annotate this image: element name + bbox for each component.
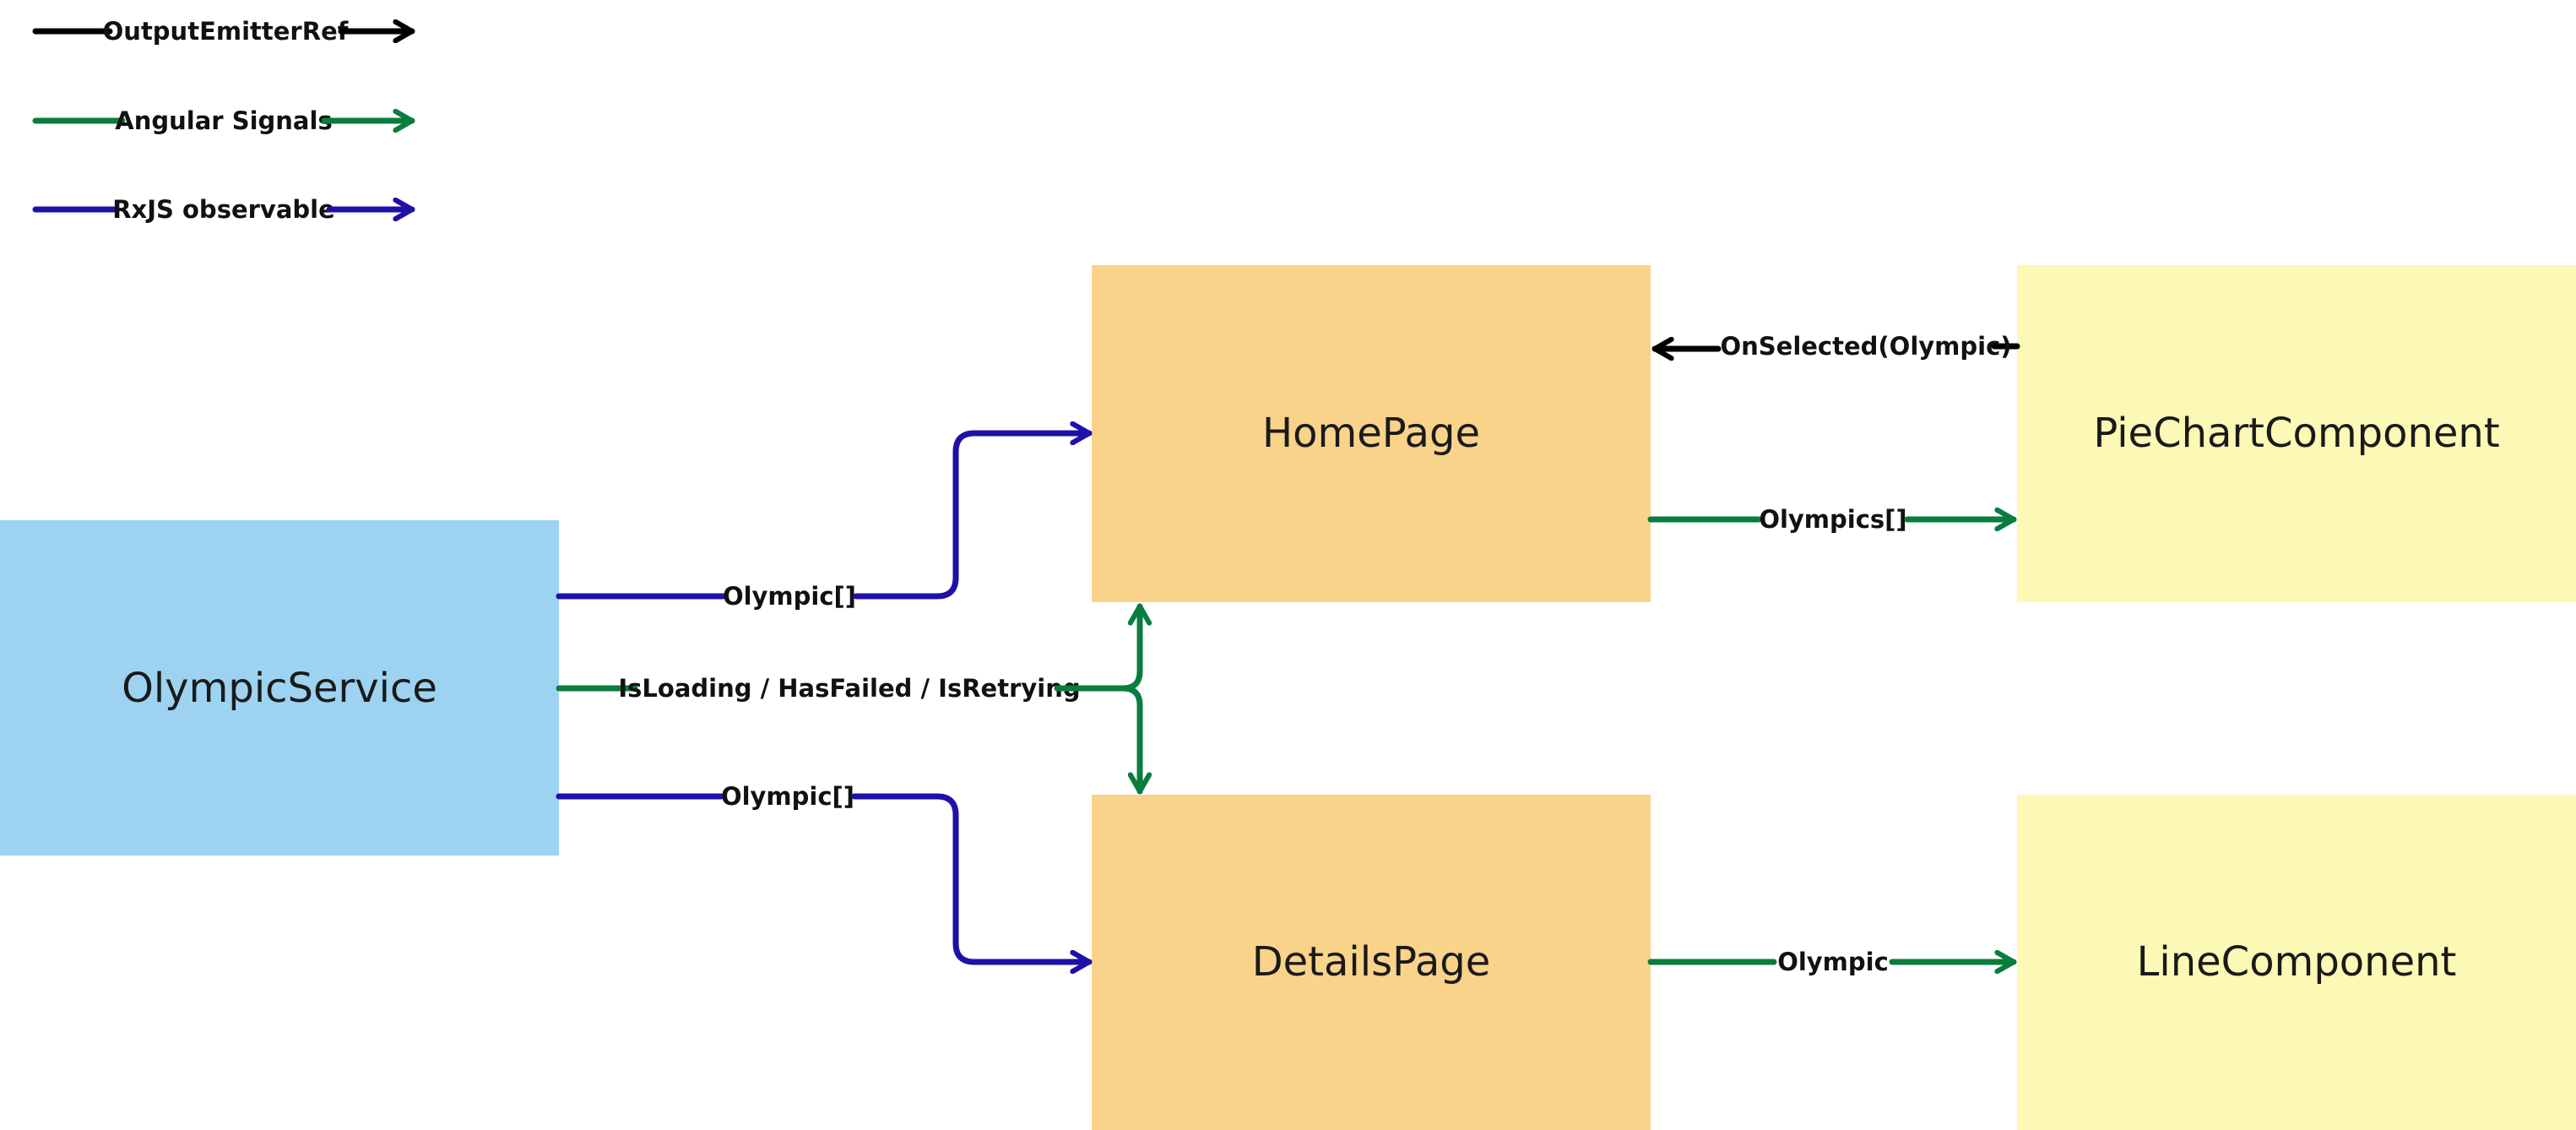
edge-service-state-signals: IsLoading / HasFailed / IsRetrying [556,603,1140,795]
home-page-label: HomePage [1262,410,1480,457]
edge-details-to-line: Olympic [1647,948,2017,976]
olympic-service-label: OlympicService [122,665,437,712]
pie-chart-box [2017,265,2576,602]
legend-signal-label: Angular Signals [115,106,332,135]
legend-rxjs-label: RxJS observable [112,195,335,224]
pie-chart-label: PieChartComponent [2093,410,2499,457]
edge-service-to-home-arrow [853,433,1093,600]
edge-service-state-arrow-up [1120,603,1140,692]
legend-output-label: OutputEmitterRef [103,17,349,46]
edge-service-to-home: Olympic[] [556,433,1093,611]
edge-home-to-pie-label: Olympics[] [1759,505,1906,534]
edge-service-to-home-label: Olympic[] [723,582,856,611]
edge-service-to-details: Olympic[] [556,782,1093,962]
node-olympic-service: OlympicService [0,520,559,856]
legend-item-output-emitter: OutputEmitterRef [32,17,415,46]
line-component-box [2017,795,2576,1130]
edge-service-to-details-label: Olympic[] [721,782,854,811]
node-home-page: HomePage [1092,265,1651,602]
edge-pie-to-home-label: OnSelected(Olympic) [1720,332,2011,361]
edge-home-to-pie: Olympics[] [1647,505,2017,534]
line-component-label: LineComponent [2137,938,2457,986]
legend-item-rxjs-observable: RxJS observable [32,195,415,224]
edge-service-state-label: IsLoading / HasFailed / IsRetrying [618,674,1080,703]
details-page-label: DetailsPage [1252,938,1491,986]
legend: OutputEmitterRef Angular Signals RxJS ob… [32,17,415,224]
edge-details-to-line-label: Olympic [1777,948,1889,976]
node-pie-chart-component: PieChartComponent [2017,265,2576,602]
edge-pie-to-home: OnSelected(Olympic) [1651,332,2020,361]
olympic-service-box [0,520,559,856]
edge-service-to-details-arrow [851,793,1093,962]
legend-item-angular-signals: Angular Signals [32,106,415,135]
home-page-box [1092,265,1651,602]
details-page-box [1092,795,1651,1130]
node-details-page: DetailsPage [1092,795,1651,1130]
node-line-component: LineComponent [2017,795,2576,1130]
edge-service-state-arrow-down [1120,685,1140,795]
